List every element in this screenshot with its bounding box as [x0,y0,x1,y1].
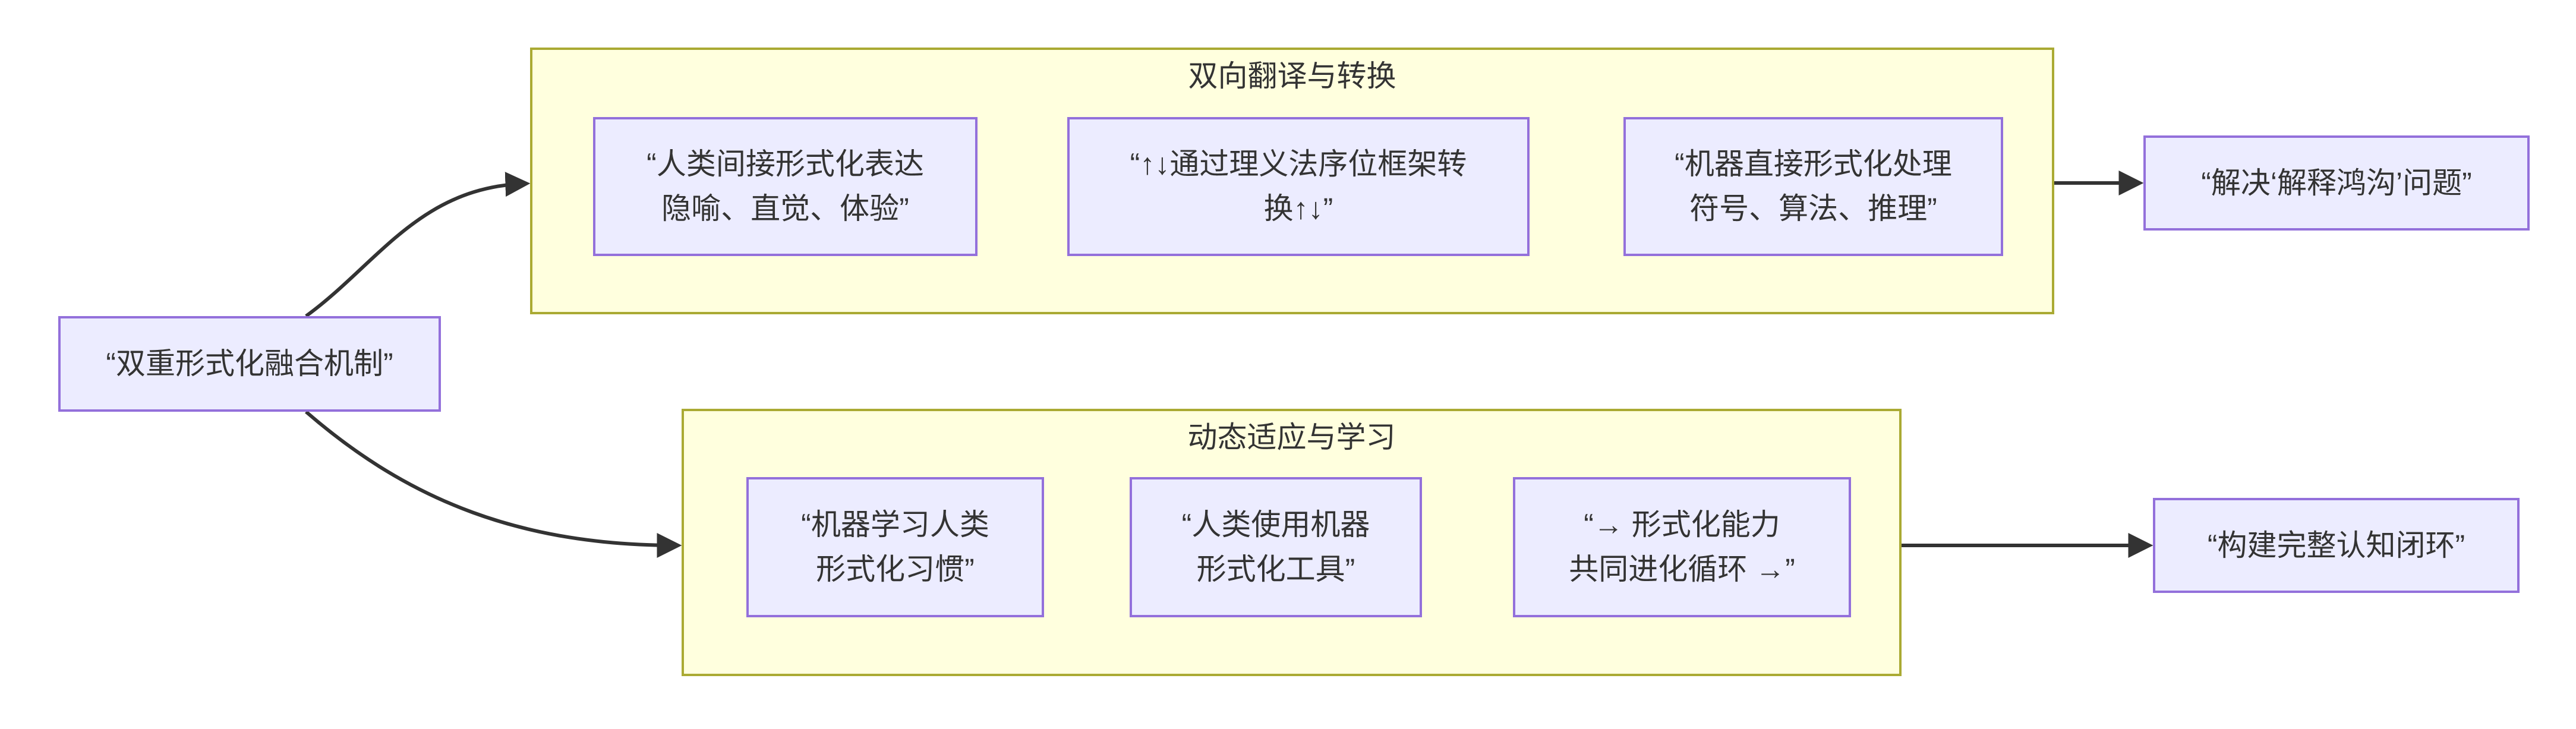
node-result-explanation-gap: “解决‘解释鸿沟’问题” [2143,135,2530,231]
node-liyi-sequence-frame-conversion: “↑↓通过理义法序位框架转 换↑↓” [1067,117,1530,256]
node-label-line2: 形式化习惯” [816,553,975,586]
node-machine-learns-human-habits: “机器学习人类 形式化习惯” [746,477,1044,617]
node-label-line2: 符号、算法、推理” [1689,192,1937,225]
node-label-line2: 换↑↓” [1263,192,1333,225]
node-coevolution-loop: “→ 形式化能力 共同进化循环 →” [1513,477,1851,617]
node-dual-formalization-mechanism: “双重形式化融合机制” [58,316,441,412]
node-label-line1: “→ 形式化能力 [1584,508,1780,541]
node-label-line1: “人类使用机器 [1181,508,1370,541]
node-result-cognitive-loop: “构建完整认知闭环” [2153,498,2520,593]
node-label: “构建完整认知闭环” [2207,528,2465,562]
node-label-line1: “↑↓通过理义法序位框架转 [1130,147,1467,181]
cluster-title: 双向翻译与转换 [1188,59,1396,93]
node-label: “解决‘解释鸿沟’问题” [2201,166,2472,200]
node-label-line1: “机器学习人类 [801,508,989,541]
node-human-uses-machine-tools: “人类使用机器 形式化工具” [1130,477,1422,617]
node-label-line2: 隐喻、直觉、体验” [661,192,909,225]
node-machine-direct-formalization: “机器直接形式化处理 符号、算法、推理” [1623,117,2003,256]
node-label: “双重形式化融合机制” [106,347,393,380]
node-label-line2: 共同进化循环 →” [1569,553,1795,586]
node-human-indirect-formalization: “人类间接形式化表达 隐喻、直觉、体验” [593,117,978,256]
node-label-line2: 形式化工具” [1196,553,1355,586]
edge-root-to-adaptation-cluster [305,410,682,558]
node-label-line1: “机器直接形式化处理 [1675,147,1952,181]
edge-root-to-translation-cluster [305,172,531,318]
node-label-line1: “人类间接形式化表达 [647,147,924,181]
cluster-title: 动态适应与学习 [1187,421,1396,454]
